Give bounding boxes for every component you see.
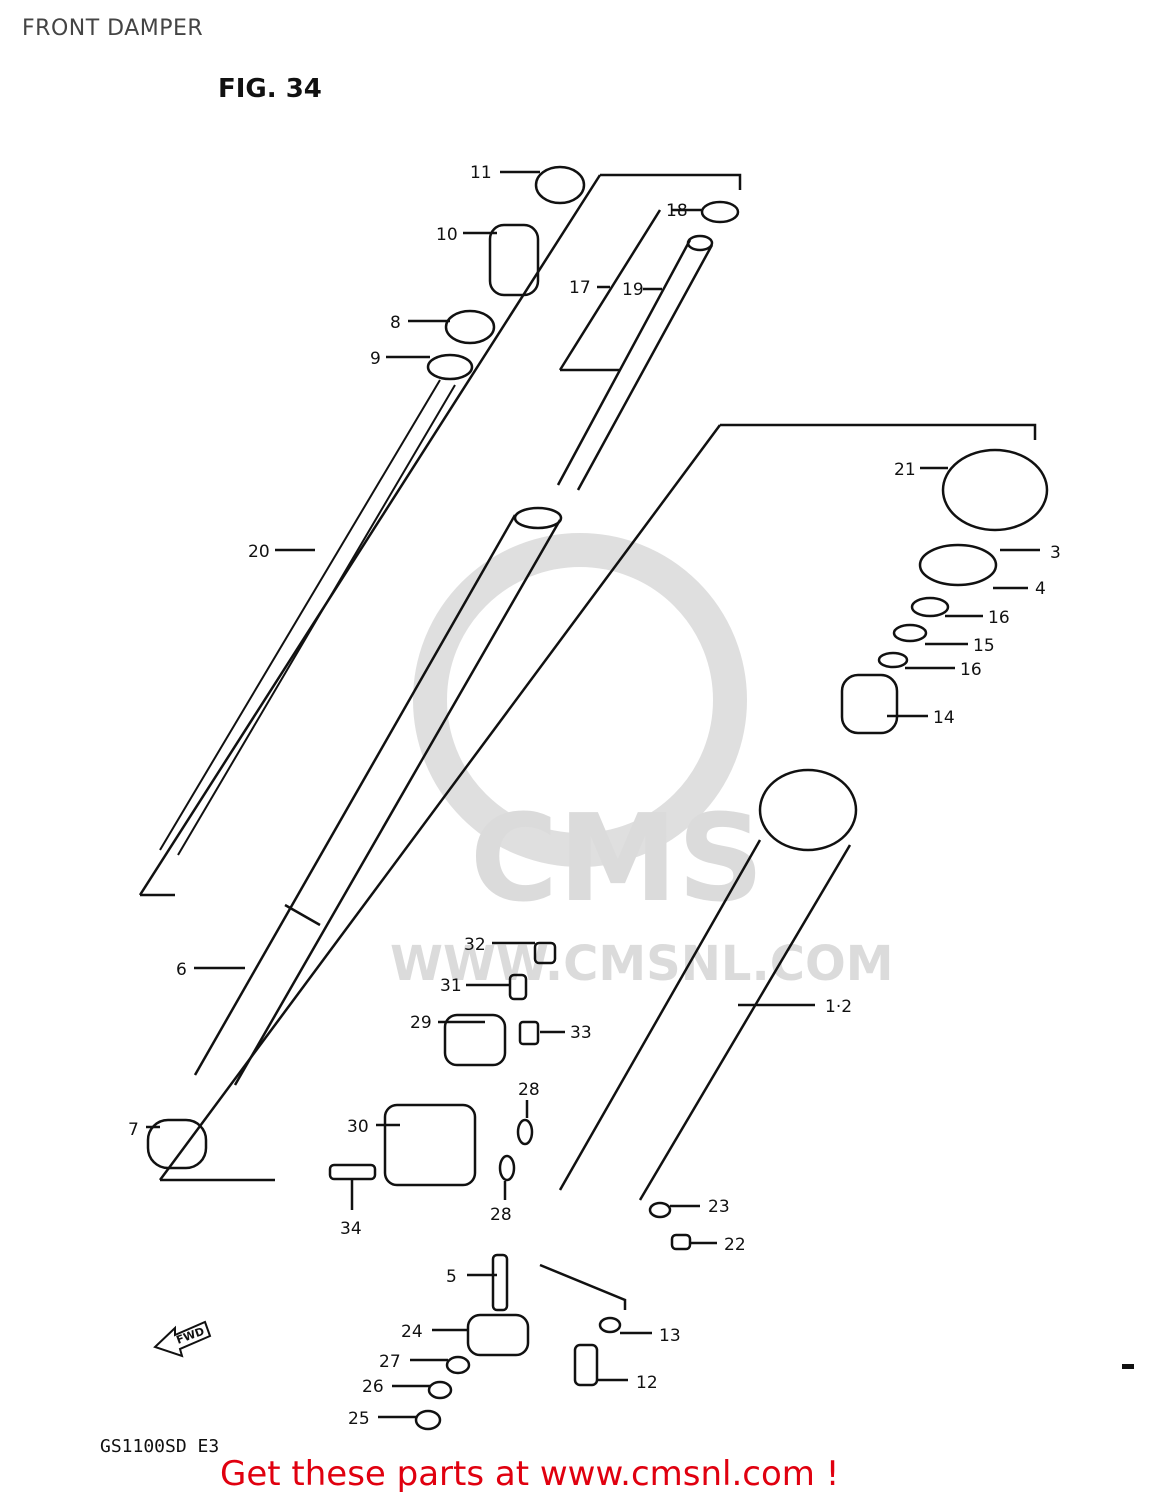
oring-28a [516,1118,534,1146]
fwd-arrow-icon: FWD [153,1320,212,1358]
clamp-24 [466,1313,530,1357]
cms-watermark: CMS WWW.CMSNL.COM [390,533,894,992]
screw-33 [518,1020,540,1046]
callout-6: 6 [176,960,187,980]
callout-15: 15 [973,636,995,656]
callout-7: 7 [128,1120,139,1140]
callout-33: 33 [570,1023,592,1043]
callout-18: 18 [666,201,688,221]
bracket-top [600,173,742,190]
callout-14: 14 [933,708,955,728]
callout-16b: 16 [960,660,982,680]
callout-16a: 16 [988,608,1010,628]
callout-8: 8 [390,313,401,333]
figure-label: FIG. 34 [218,74,322,104]
bolt-10 [488,223,540,297]
callout-17: 17 [569,278,591,298]
bolt-34 [328,1163,377,1181]
callout-4: 4 [1035,579,1046,599]
outer-tube [558,768,858,1201]
fork-spring [159,379,456,856]
watermark-url: WWW.CMSNL.COM [390,936,894,992]
cap-32 [533,941,557,965]
callout-26: 26 [362,1377,384,1397]
oring-28b [498,1154,516,1182]
callout-11: 11 [470,163,492,183]
callout-13: 13 [659,1326,681,1346]
margin-mark [1122,1364,1134,1369]
washer-26 [427,1380,453,1400]
damper-rod [556,234,714,491]
page-title: FRONT DAMPER [22,16,204,41]
callout-24: 24 [401,1322,423,1342]
screw-22 [670,1233,692,1251]
callout-28b: 28 [490,1205,512,1225]
callout-21: 21 [894,460,916,480]
callout-10: 10 [436,225,458,245]
washer-27 [445,1355,471,1375]
callout-28a: 28 [518,1080,540,1100]
callout-22: 22 [724,1235,746,1255]
dust-seal-21 [941,448,1049,532]
callout-25: 25 [348,1409,370,1429]
cylinder-14 [840,673,899,735]
callout-12: 12 [636,1373,658,1393]
oil-seal-3 [918,543,998,587]
callout-31: 31 [440,976,462,996]
nut-25 [414,1409,442,1431]
model-code: GS1100SD E3 [100,1436,220,1457]
callout-34: 34 [340,1219,362,1239]
callout-20: 20 [248,542,270,562]
callout-1-2: 1·2 [825,997,852,1017]
callout-19: 19 [622,280,644,300]
oring-9 [426,353,474,381]
callout-labels: 11 10 8 9 20 18 17 19 21 3 4 16 15 16 14… [128,163,1061,1429]
slide-bushing [146,1118,208,1170]
cta-link[interactable]: Get these parts at www.cmsnl.com ! [220,1454,840,1494]
callout-23: 23 [708,1197,730,1217]
watermark-brand: CMS [470,790,764,929]
washer-23 [648,1201,672,1219]
callout-3: 3 [1050,543,1061,563]
valve-31 [508,973,528,1001]
ring-18 [700,200,740,224]
housing-30 [383,1103,477,1187]
inner-tube [193,506,563,1086]
callout-27: 27 [379,1352,401,1372]
stud-5 [491,1253,509,1312]
spacer-8 [444,309,496,345]
cap-11 [534,165,586,205]
holder-29 [443,1013,507,1067]
callout-32: 32 [464,935,486,955]
washer-13 [598,1316,622,1334]
callout-30: 30 [347,1117,369,1137]
callout-5: 5 [446,1267,457,1287]
bolt-12 [573,1343,599,1387]
callout-9: 9 [370,349,381,369]
callout-29: 29 [410,1013,432,1033]
